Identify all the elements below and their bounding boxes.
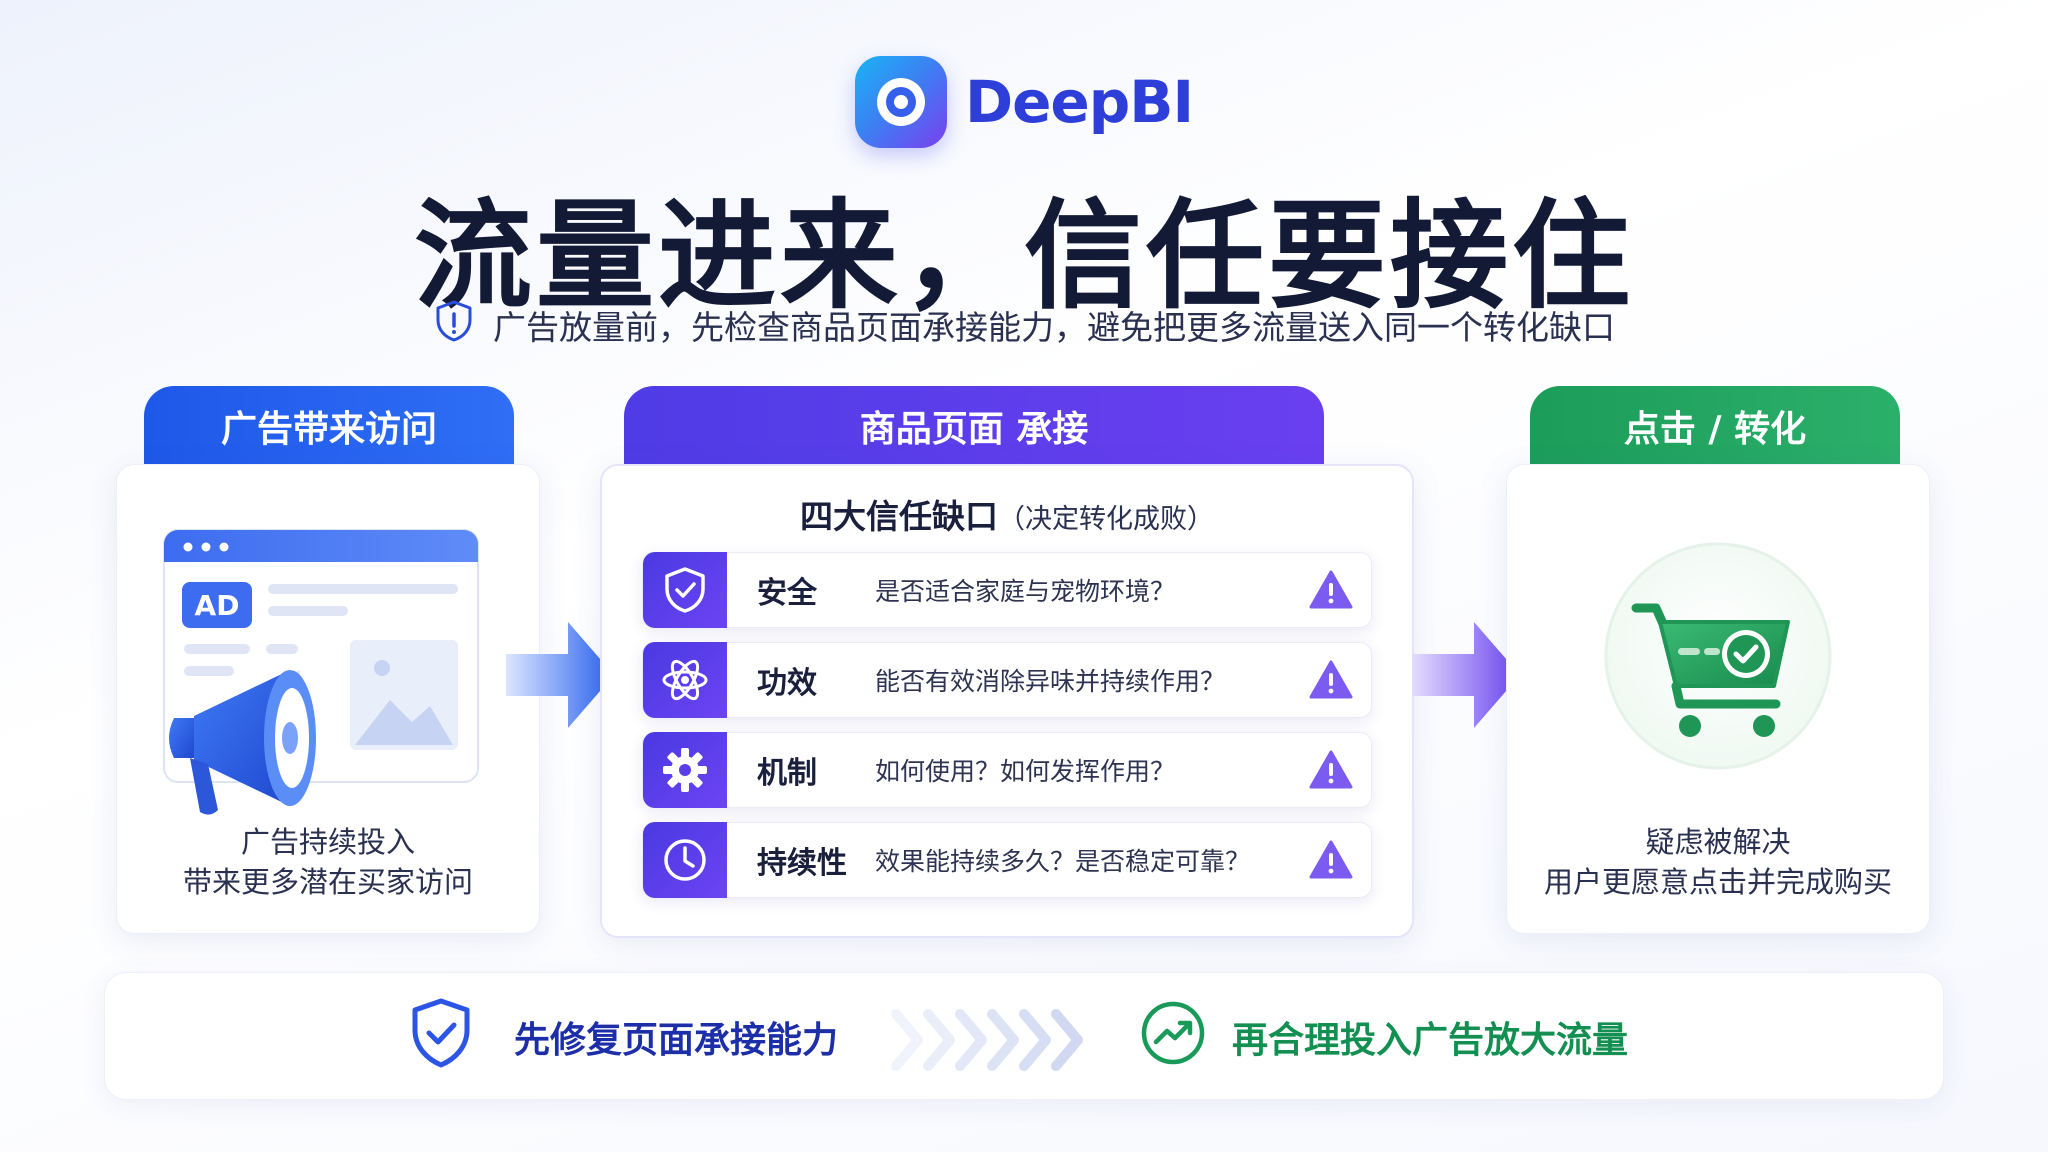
atom-icon [643, 642, 727, 718]
bottom-left-step: 先修复页面承接能力 [408, 992, 838, 1082]
gear-icon [643, 732, 727, 808]
subtitle-text: 广告放量前，先检查商品页面承接能力，避免把更多流量送入同一个转化缺口 [493, 308, 1615, 347]
clock-icon [643, 822, 727, 898]
deepbi-logo-icon [854, 56, 947, 148]
warning-icon [1291, 660, 1371, 700]
trust-gap-question: 能否有效消除异味并持续作用？ [875, 667, 1226, 696]
cart-check-icon [1604, 542, 1832, 770]
page-title: 流量进来，信任要接住 [413, 187, 1634, 325]
warning-icon [1291, 750, 1371, 790]
trust-gap-row-safety: 安全 是否适合家庭与宠物环境？ [642, 552, 1372, 628]
tab-product-page: 商品页面 承接 [624, 386, 1324, 466]
click-conversion-caption: 疑虑被解决 用户更愿意点击并完成购买 [1543, 825, 1892, 899]
tab-click-conversion: 点击 / 转化 [1530, 386, 1900, 466]
chevrons-right-icon [891, 1009, 1083, 1071]
ad-badge: AD [194, 589, 240, 622]
trust-gap-question: 效果能持续多久？是否稳定可靠？ [875, 847, 1251, 876]
ad-visits-caption: 广告持续投入 带来更多潜在买家访问 [182, 825, 473, 899]
trust-gap-row-durability: 持续性 效果能持续多久？是否稳定可靠？ [642, 822, 1372, 898]
ad-browser-illustration [163, 529, 479, 815]
trust-gaps-heading: 四大信任缺口（决定转化成败） [800, 497, 1214, 536]
warning-icon [1291, 840, 1371, 880]
trust-gap-row-mechanism: 机制 如何使用？如何发挥作用？ [642, 732, 1372, 808]
shield-check-icon [643, 552, 727, 628]
arrow-right-icon [506, 622, 614, 728]
trust-gap-name: 安全 [757, 576, 817, 611]
trust-gap-row-efficacy: 功效 能否有效消除异味并持续作用？ [642, 642, 1372, 718]
shield-check-icon [408, 997, 474, 1078]
bottom-right-step: 再合理投入广告放大流量 [1140, 992, 1628, 1082]
bottom-summary-bar [104, 972, 1944, 1100]
trust-gap-name: 机制 [757, 756, 817, 791]
subtitle: 广告放量前，先检查商品页面承接能力，避免把更多流量送入同一个转化缺口 [0, 298, 2048, 352]
trust-gap-name: 持续性 [757, 846, 847, 881]
arrow-right-icon [1412, 622, 1520, 728]
brand: DeepBI [0, 52, 2048, 152]
brand-name: DeepBI [964, 68, 1194, 136]
tab-ad-visits: 广告带来访问 [144, 386, 514, 466]
trend-up-icon [1140, 1000, 1206, 1075]
trust-gap-name: 功效 [757, 666, 817, 701]
info-shield-icon [433, 299, 475, 351]
bottom-right-text: 再合理投入广告放大流量 [1232, 1020, 1629, 1061]
trust-gap-question: 是否适合家庭与宠物环境？ [875, 577, 1176, 606]
trust-gap-question: 如何使用？如何发挥作用？ [875, 757, 1176, 786]
bottom-left-text: 先修复页面承接能力 [514, 1020, 839, 1061]
warning-icon [1291, 570, 1371, 610]
